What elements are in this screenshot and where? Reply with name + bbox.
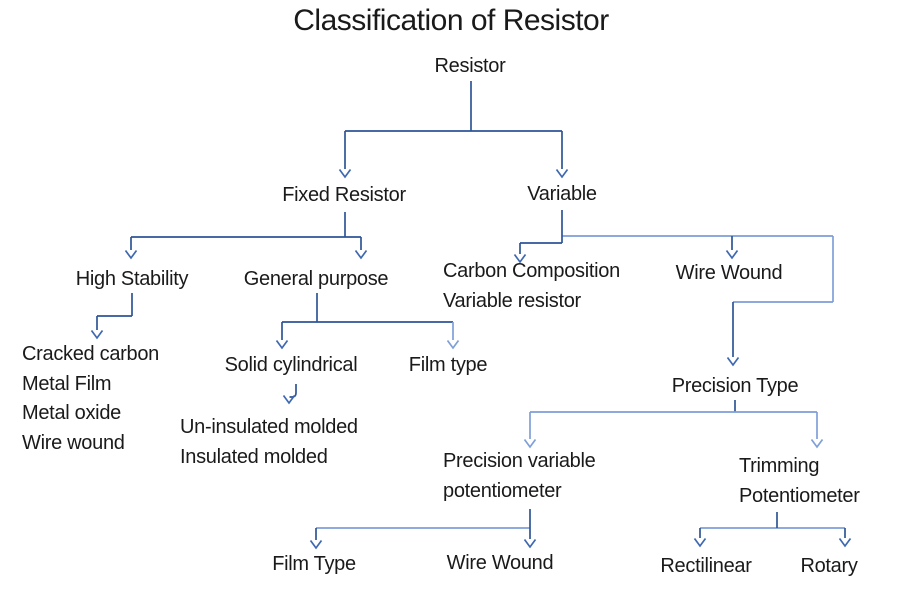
arrow-to-precision-variable-icon <box>523 438 537 449</box>
arrow-to-cracked-carbon-icon <box>90 329 104 340</box>
node-wire-wound-precision: Wire Wound <box>446 552 554 574</box>
arrow-to-molded-icon <box>282 394 296 405</box>
connector-resistor-children <box>338 81 569 179</box>
arrow-to-high-stability-icon <box>124 249 138 260</box>
arrow-to-film-type-precision-icon <box>309 539 323 550</box>
node-resistor: Resistor <box>434 55 506 77</box>
node-carbon-composition: Carbon Composition Variable resistor <box>443 260 620 312</box>
arrow-to-rotary-icon <box>838 537 852 548</box>
node-film-type-general: Film type <box>408 354 488 376</box>
connector-fixed-resistor-children <box>124 212 368 260</box>
node-high-stability: High Stability <box>75 268 189 290</box>
arrow-to-general-purpose-icon <box>354 249 368 260</box>
node-film-type-precision: Film Type <box>272 553 356 575</box>
arrow-to-film-type-icon <box>446 339 460 350</box>
connector-high-stability-children <box>90 293 133 340</box>
arrow-to-variable-icon <box>555 168 569 179</box>
node-precision-variable-potentiometer: Precision variable potentiometer <box>443 450 596 502</box>
node-solid-cylindrical: Solid cylindrical <box>224 354 358 376</box>
arrow-to-fixed-resistor-icon <box>338 168 352 179</box>
connector-variable-children <box>513 210 834 367</box>
node-precision-type: Precision Type <box>671 375 799 397</box>
arrow-to-wire-wound-icon <box>725 249 739 260</box>
arrow-to-precision-type-icon <box>726 356 740 367</box>
arrow-to-solid-cylindrical-icon <box>275 339 289 350</box>
connector-solid-cylindrical-children <box>282 384 297 405</box>
connector-precision-type-children <box>523 400 824 449</box>
arrow-to-rectilinear-icon <box>693 537 707 548</box>
connector-trimming-children <box>693 512 852 548</box>
connector-general-purpose-children <box>275 293 460 350</box>
node-rotary: Rotary <box>800 555 858 577</box>
arrow-to-trimming-icon <box>810 438 824 449</box>
node-trimming-potentiometer: Trimming Potentiometer <box>739 455 860 507</box>
node-rectilinear: Rectilinear <box>660 555 752 577</box>
node-general-purpose: General purpose <box>243 268 389 290</box>
node-fixed-resistor: Fixed Resistor <box>282 184 406 206</box>
arrow-to-carbon-composition-icon <box>513 253 527 264</box>
node-high-stability-types: Cracked carbon Metal Film Metal oxide Wi… <box>22 343 159 454</box>
page-title: Classification of Resistor <box>293 4 609 37</box>
node-variable: Variable <box>527 183 597 205</box>
connector-precision-variable-children <box>309 509 537 550</box>
node-wire-wound-variable: Wire Wound <box>675 262 783 284</box>
node-molded-types: Un-insulated molded Insulated molded <box>180 416 358 468</box>
arrow-to-wire-wound-precision-icon <box>523 538 537 549</box>
